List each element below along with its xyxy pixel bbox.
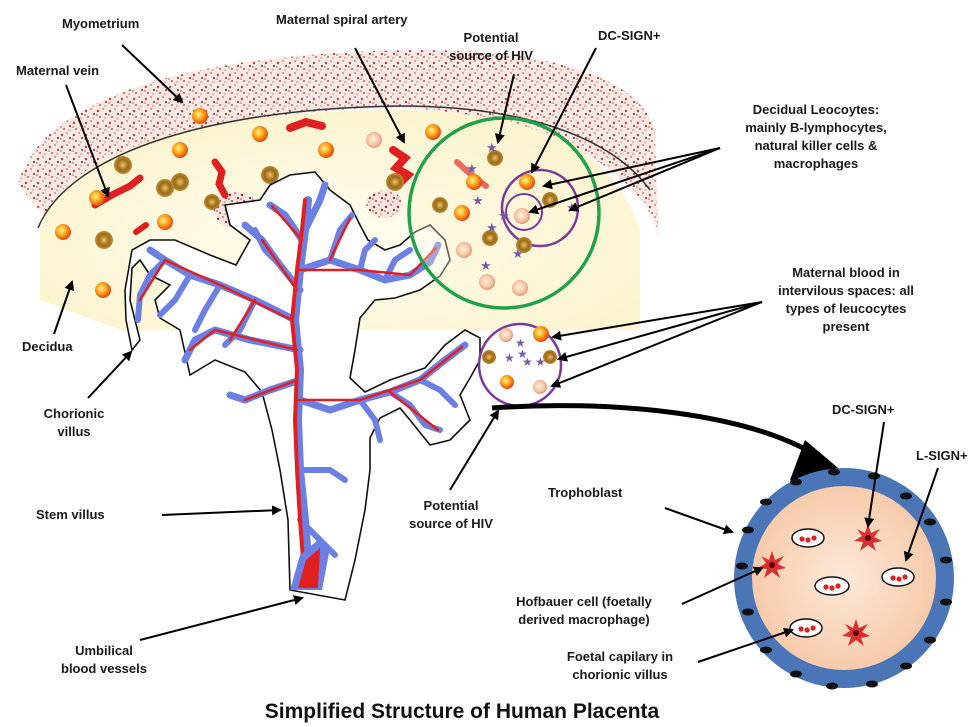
diagram-title: Simplified Structure of Human Placenta <box>265 700 660 723</box>
label-potential-source-hiv-top-1: Potential <box>464 30 519 45</box>
label-maternal-spiral-artery: Maternal spiral artery <box>276 12 408 27</box>
label-potential-source-hiv-bottom-1: Potential <box>424 498 479 513</box>
svg-text:★: ★ <box>512 247 524 262</box>
label-maternal-blood-4: present <box>823 319 871 334</box>
svg-text:★: ★ <box>466 162 478 177</box>
svg-text:★: ★ <box>486 141 498 156</box>
svg-text:★: ★ <box>498 209 510 224</box>
decidual-zoom-circle: ★ ★ ★ ★ ★ ★ ★ ★ <box>409 118 599 308</box>
label-maternal-blood-2: intervilous spaces: all <box>778 283 914 298</box>
label-foetal-capillary-1: Foetal capilary in <box>567 649 673 664</box>
svg-text:★: ★ <box>504 351 515 365</box>
label-decidua: Decidua <box>22 339 73 354</box>
svg-text:★: ★ <box>535 355 546 369</box>
label-hofbauer-2: derived macrophage) <box>518 612 650 627</box>
svg-text:★: ★ <box>472 194 484 209</box>
label-maternal-blood-1: Maternal blood in <box>792 265 900 280</box>
label-chorionic-villus-1: Chorionic <box>44 406 105 421</box>
label-decidual-leucocytes-4: macrophages <box>774 156 859 171</box>
svg-text:★: ★ <box>517 347 528 361</box>
label-dc-sign-top: DC-SIGN+ <box>598 28 661 43</box>
label-chorionic-villus-2: villus <box>57 424 90 439</box>
label-stem-villus: Stem villus <box>36 507 105 522</box>
label-potential-source-hiv-top-2: source of HIV <box>449 48 533 63</box>
label-decidual-leucocytes-3: natural killer cells & <box>755 138 878 153</box>
label-decidual-leucocytes-1: Decidual Leocoytes: <box>753 102 879 117</box>
label-maternal-blood-3: types of leucocytes <box>786 301 907 316</box>
label-decidual-leucocytes-2: mainly B-lymphocytes, <box>745 120 887 135</box>
label-umbilical-1: Umbilical <box>75 643 133 658</box>
label-l-sign: L-SIGN+ <box>916 448 968 463</box>
svg-text:★: ★ <box>486 221 498 236</box>
label-foetal-capillary-2: chorionic villus <box>572 667 667 682</box>
label-myometrium: Myometrium <box>62 16 139 31</box>
villus-cross-section <box>734 468 954 690</box>
intervillous-zoom-circle: ★ ★ ★ ★ ★ <box>479 324 561 406</box>
label-maternal-vein: Maternal vein <box>16 63 99 78</box>
zoom-curved-arrow <box>492 406 850 480</box>
label-hofbauer-1: Hofbauer cell (foetally <box>516 594 653 609</box>
label-umbilical-2: blood vessels <box>61 661 147 676</box>
label-potential-source-hiv-bottom-2: source of HIV <box>409 516 493 531</box>
label-trophoblast: Trophoblast <box>548 485 623 500</box>
label-dc-sign-bottom: DC-SIGN+ <box>832 402 895 417</box>
svg-text:★: ★ <box>480 259 492 274</box>
